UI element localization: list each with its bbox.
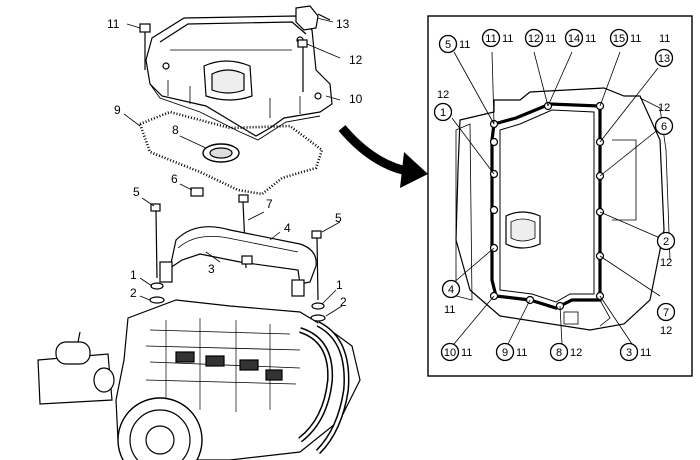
seq-5-number: 5: [445, 39, 451, 51]
seq-7-size: 12: [660, 325, 672, 337]
seq-6: 12 6: [654, 102, 674, 136]
left-callout-5b: 5: [335, 211, 342, 225]
seq-12-number: 12: [528, 33, 540, 45]
seq-1-size: 12: [437, 89, 449, 101]
left-callout-9: 9: [114, 103, 121, 117]
seq-11-number: 11: [485, 33, 496, 45]
seq-10-number: 10: [444, 347, 456, 359]
seq-4: 4 11: [441, 279, 461, 316]
left-callouts: 11 13 12 10 9 8 6 5 7 5 4 3 1 1 2 2: [107, 17, 363, 309]
left-callout-1b: 1: [336, 278, 343, 292]
seq-15: 15 11: [609, 28, 641, 48]
seq-11-size: 11: [502, 33, 513, 45]
seq-9-size: 11: [516, 347, 527, 359]
bolt-5-left-illustration: [150, 203, 161, 279]
seq-1-number: 1: [440, 107, 446, 119]
left-callout-10: 10: [349, 92, 363, 106]
inset-leader-lines: [451, 51, 661, 345]
left-callout-1a: 1: [130, 268, 137, 282]
left-callout-2a: 2: [130, 286, 137, 300]
seq-3-size: 11: [640, 347, 651, 359]
cover-illustration: [145, 15, 333, 141]
seq-3-number: 3: [626, 347, 632, 359]
seq-13-number: 13: [658, 53, 670, 65]
seq-6-number: 6: [661, 121, 667, 133]
seq-8-number: 8: [556, 347, 562, 359]
bolt-6-illustration: [190, 187, 204, 197]
left-callout-7: 7: [266, 197, 273, 211]
seq-7-number: 7: [663, 307, 669, 319]
left-callout-3: 3: [208, 262, 215, 276]
seal-8-illustration: [202, 143, 240, 163]
seq-11: 11 11: [481, 28, 513, 48]
seq-5: 5 11: [438, 34, 470, 54]
filter-assembly-illustration: [159, 226, 317, 297]
seq-2-number: 2: [663, 236, 669, 248]
seq-1: 12 1: [433, 89, 453, 122]
sequence-callouts: 5 11 11 11 12 11 14 11 15 11 11 13: [433, 28, 676, 362]
sensor-13-illustration: [295, 5, 331, 31]
bolt-5-right-illustration: [311, 230, 322, 301]
left-callout-6: 6: [171, 172, 178, 186]
seq-8-size: 12: [570, 347, 582, 359]
seq-2: 2 12: [656, 231, 676, 269]
washers-left-illustration: [149, 282, 165, 304]
seq-15-size: 11: [630, 33, 641, 45]
shaft-housing-illustration: [37, 331, 115, 405]
seq-13: 11 13: [654, 33, 674, 68]
seq-12: 12 11: [524, 28, 556, 48]
left-callout-2b: 2: [340, 295, 347, 309]
washers-right-illustration: [310, 302, 326, 322]
seq-4-number: 4: [448, 284, 454, 296]
left-callout-12: 12: [349, 53, 363, 67]
seq-6-size: 12: [658, 102, 670, 114]
seq-10-size: 11: [461, 347, 472, 359]
sequence-inset: [427, 15, 693, 377]
bolt-12-illustration: [297, 39, 308, 92]
seq-15-number: 15: [613, 33, 625, 45]
seq-3: 3 11: [619, 342, 651, 362]
left-callout-8: 8: [172, 123, 179, 137]
seq-13-size: 11: [659, 33, 670, 45]
seq-9: 9 11: [495, 342, 527, 362]
left-callout-13: 13: [336, 17, 350, 31]
seq-8: 8 12: [549, 342, 582, 362]
seq-5-size: 11: [459, 39, 470, 51]
seq-4-size: 11: [444, 304, 455, 316]
seq-14: 14 11: [564, 28, 596, 48]
seq-9-number: 9: [502, 347, 508, 359]
seq-7: 7 12: [656, 302, 676, 337]
seq-2-size: 12: [660, 257, 672, 269]
left-callout-5a: 5: [133, 185, 140, 199]
left-callout-4: 4: [284, 221, 291, 235]
seq-14-size: 11: [585, 33, 596, 45]
gasket-9-illustration: [138, 110, 324, 196]
leader-lines: [123, 17, 343, 317]
seq-14-number: 14: [568, 33, 580, 45]
transition-arrow: [338, 125, 428, 188]
exploded-view: [37, 5, 361, 460]
seq-10: 10 11: [440, 342, 472, 362]
valve-body-illustration: [115, 299, 361, 460]
seq-12-size: 11: [545, 33, 556, 45]
left-callout-11: 11: [107, 17, 120, 31]
inset-pan-illustration: [455, 87, 671, 331]
